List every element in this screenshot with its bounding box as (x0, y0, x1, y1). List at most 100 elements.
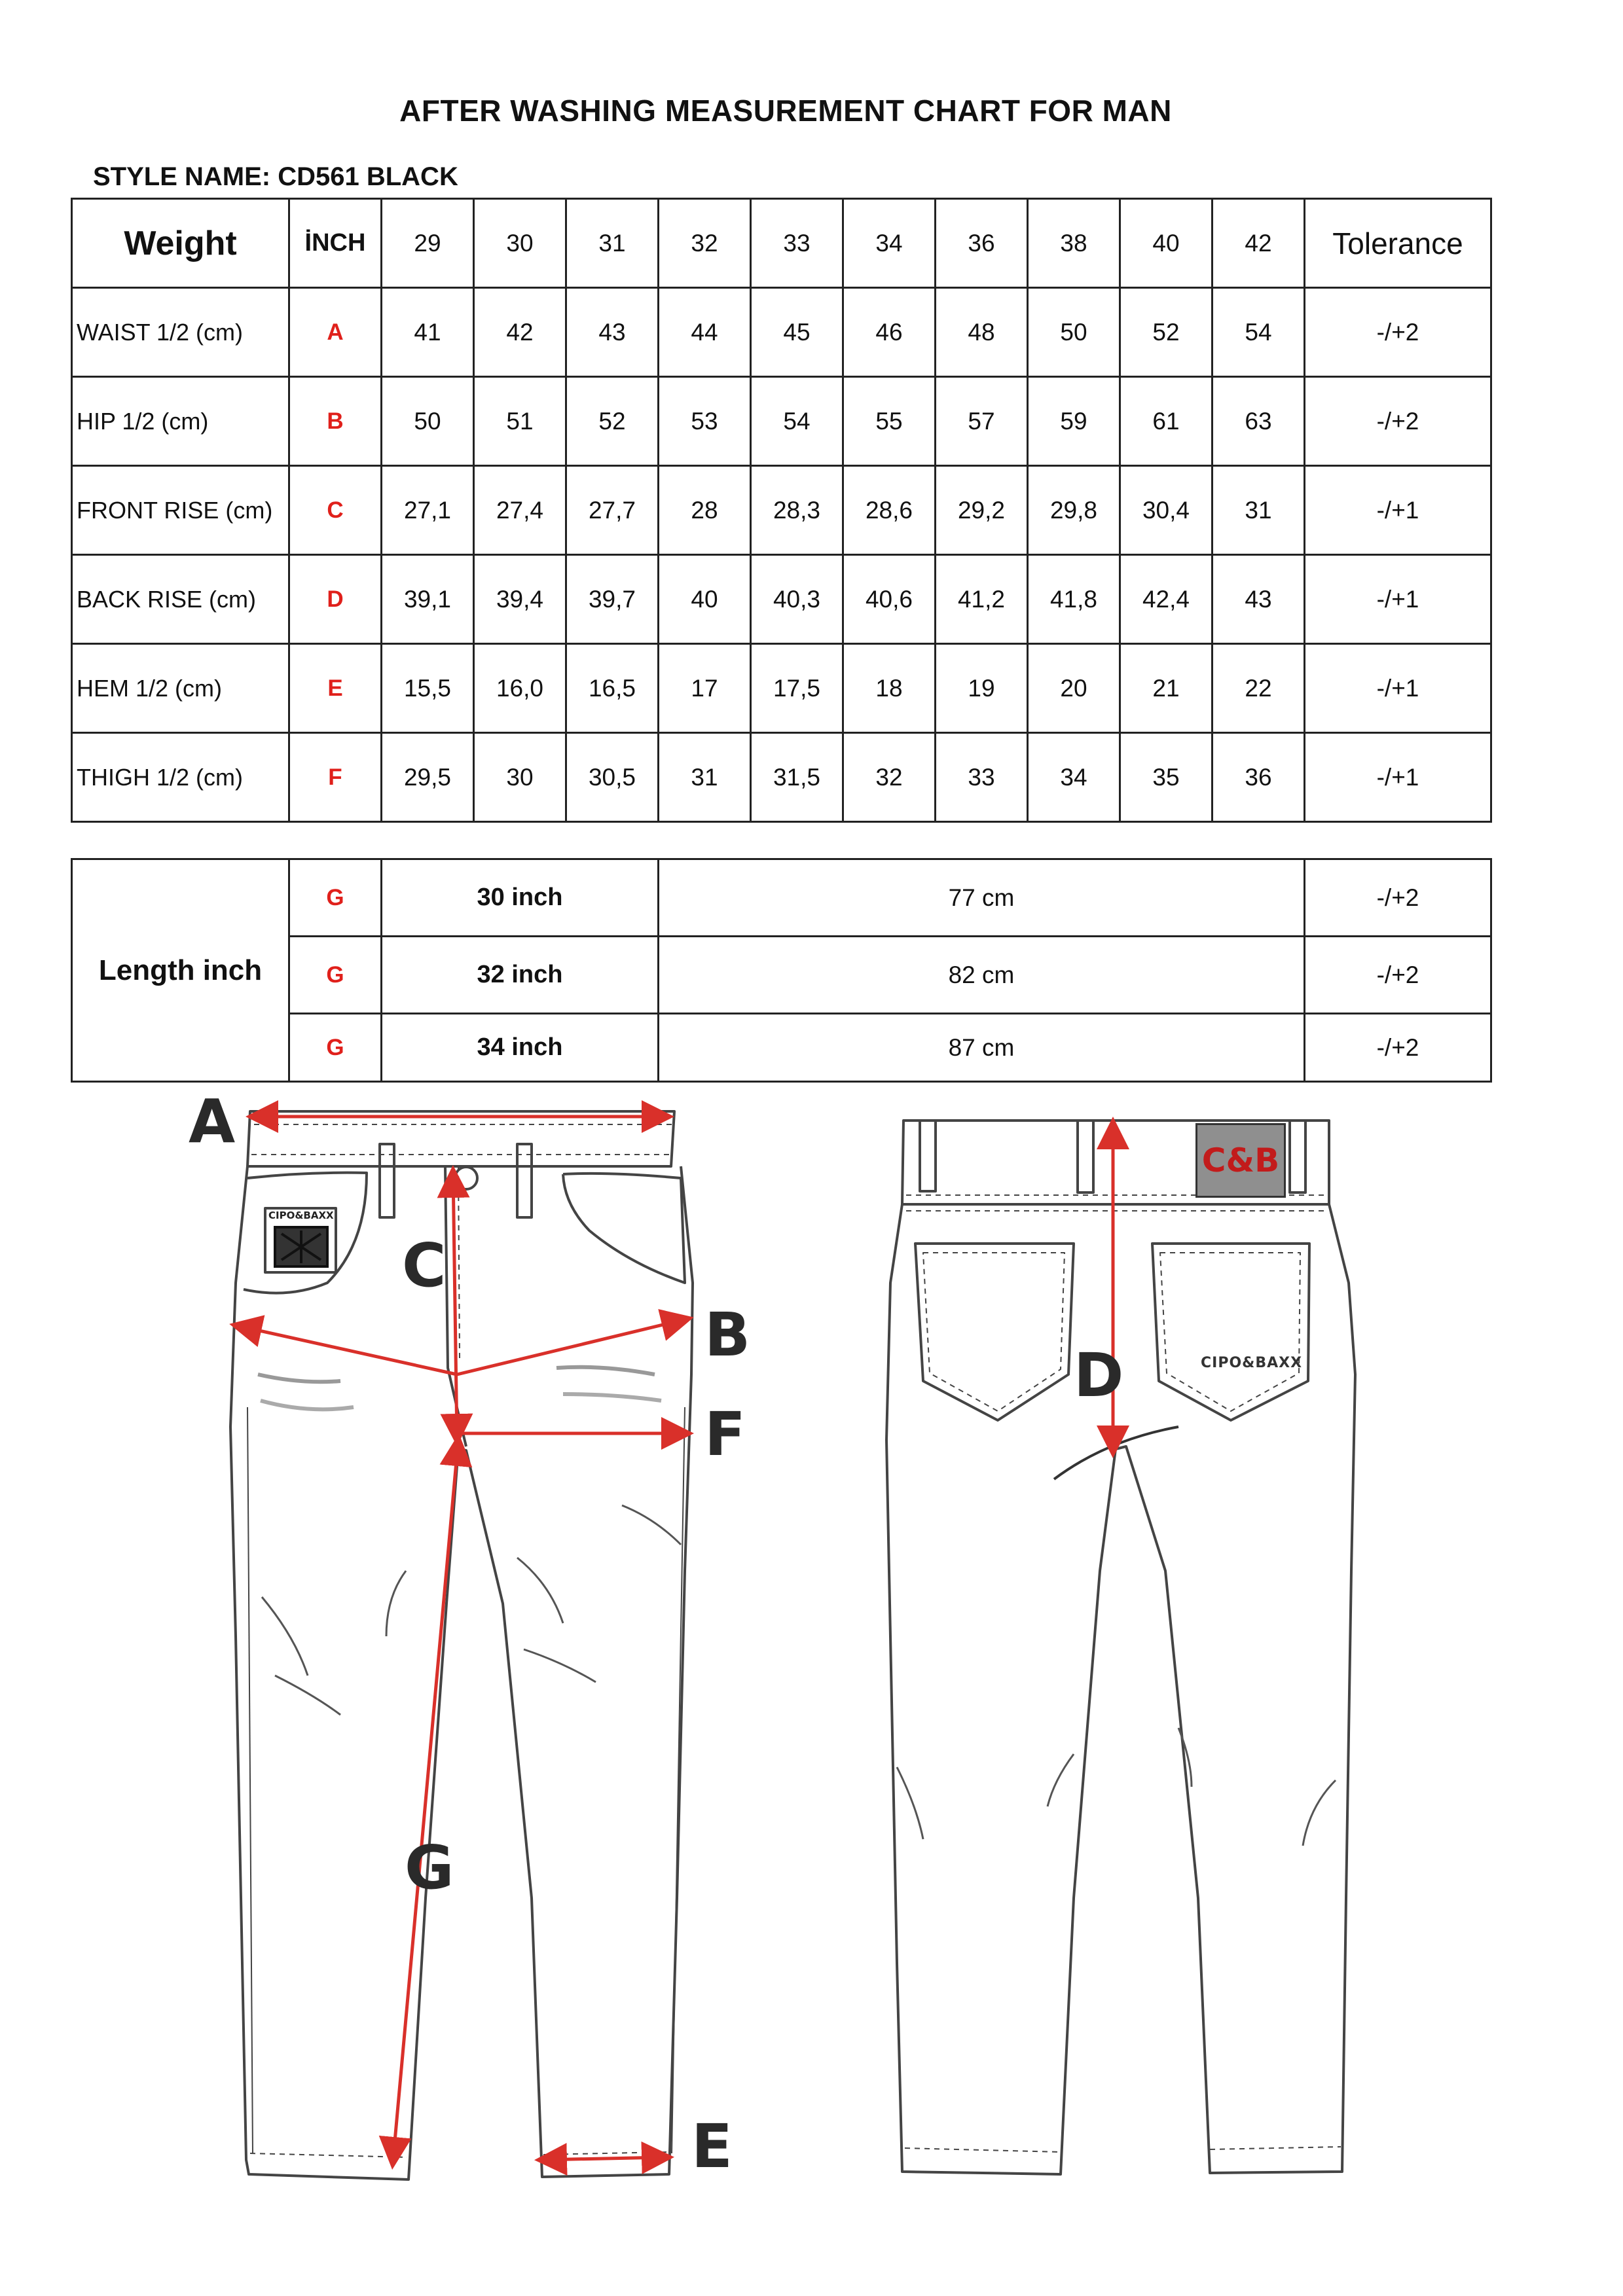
measurement-value: 33 (934, 732, 1029, 823)
arrow-hip-left (229, 1315, 458, 1376)
back-pocket-brand: CIPO&BAXX (1201, 1355, 1303, 1371)
measurement-value: 52 (565, 376, 659, 467)
measurement-value: 30 (473, 732, 567, 823)
measurement-value: 19 (934, 643, 1029, 734)
measurement-value: 44 (657, 287, 752, 378)
length-table: Length inch G 30 inch 77 cm -/+2 G 32 in… (71, 858, 1492, 1083)
back-brand-logo: C&B (1195, 1123, 1286, 1198)
back-view-jeans (885, 1119, 1357, 2176)
measurement-label: HEM 1/2 (cm) (71, 643, 290, 734)
front-view-jeans (229, 1110, 694, 2181)
length-tolerance: -/+2 (1304, 858, 1492, 937)
measurement-tolerance: -/+1 (1304, 554, 1492, 645)
size-header-row: Weight İNCH 29 30 31 32 33 34 36 38 40 4… (71, 198, 1492, 289)
measurement-value: 41,2 (934, 554, 1029, 645)
size-header-34: 34 (842, 198, 936, 289)
measurement-value: 46 (842, 287, 936, 378)
length-tolerance: -/+2 (1304, 935, 1492, 1014)
measurement-value: 31 (657, 732, 752, 823)
measurement-tolerance: -/+2 (1304, 376, 1492, 467)
measurement-code: E (288, 643, 382, 734)
measurement-value: 16,5 (565, 643, 659, 734)
length-row: G 32 inch 82 cm -/+2 (72, 935, 1492, 1014)
measurement-value: 36 (1211, 732, 1305, 823)
length-code: G (288, 1013, 382, 1083)
arrow-hip-right (456, 1309, 694, 1376)
length-code: G (288, 935, 382, 1014)
measurement-value: 18 (842, 643, 936, 734)
measurement-value: 32 (842, 732, 936, 823)
measurement-value: 27,1 (380, 465, 475, 556)
measurement-value: 29,2 (934, 465, 1029, 556)
measurement-value: 43 (1211, 554, 1305, 645)
label-a: A (189, 1086, 236, 1157)
measurement-code: A (288, 287, 382, 378)
measurement-tolerance: -/+1 (1304, 465, 1492, 556)
measurement-tolerance: -/+1 (1304, 732, 1492, 823)
size-header-42: 42 (1211, 198, 1305, 289)
size-header-33: 33 (750, 198, 844, 289)
measurement-value: 42 (473, 287, 567, 378)
measurement-tolerance: -/+1 (1304, 643, 1492, 734)
measurement-code: D (288, 554, 382, 645)
length-tolerance: -/+2 (1304, 1013, 1492, 1083)
measurement-value: 31 (1211, 465, 1305, 556)
length-cm: 77 cm (657, 858, 1305, 937)
measurement-value: 30,5 (565, 732, 659, 823)
measurement-value: 30,4 (1119, 465, 1213, 556)
measurement-label: WAIST 1/2 (cm) (71, 287, 290, 378)
inch-header: İNCH (288, 198, 382, 289)
measurement-value: 20 (1027, 643, 1121, 734)
page-title: AFTER WASHING MEASUREMENT CHART FOR MAN (399, 94, 1172, 128)
measurement-value: 28,6 (842, 465, 936, 556)
size-header-38: 38 (1027, 198, 1121, 289)
arrow-hem (534, 2141, 674, 2176)
measurement-value: 29,5 (380, 732, 475, 823)
length-row: G 34 inch 87 cm -/+2 (72, 1013, 1492, 1083)
length-row: Length inch G 30 inch 77 cm -/+2 (71, 858, 1492, 1083)
measurement-value: 50 (1027, 287, 1121, 378)
measurement-value: 41 (380, 287, 475, 378)
measurement-value: 39,1 (380, 554, 475, 645)
measurement-value: 57 (934, 376, 1029, 467)
measurement-value: 27,4 (473, 465, 567, 556)
measurement-value: 31,5 (750, 732, 844, 823)
measurement-value: 22 (1211, 643, 1305, 734)
measurement-value: 15,5 (380, 643, 475, 734)
size-header-30: 30 (473, 198, 567, 289)
measurement-value: 17 (657, 643, 752, 734)
label-g: G (405, 1833, 454, 1903)
size-header-36: 36 (934, 198, 1029, 289)
label-b: B (704, 1300, 751, 1370)
arrow-front-rise (437, 1165, 473, 1446)
measurement-value: 45 (750, 287, 844, 378)
arrow-length (378, 1433, 473, 2170)
measurement-value: 29,8 (1027, 465, 1121, 556)
measurement-value: 40 (657, 554, 752, 645)
measurement-code: C (288, 465, 382, 556)
measurement-value: 52 (1119, 287, 1213, 378)
measurement-label: THIGH 1/2 (cm) (71, 732, 290, 823)
size-header-29: 29 (380, 198, 475, 289)
measurement-value: 48 (934, 287, 1029, 378)
size-header-40: 40 (1119, 198, 1213, 289)
length-inch: 30 inch (380, 858, 659, 937)
length-inch: 32 inch (380, 935, 659, 1014)
measurement-value: 27,7 (565, 465, 659, 556)
measurement-value: 40,6 (842, 554, 936, 645)
measurement-value: 50 (380, 376, 475, 467)
measurement-value: 39,7 (565, 554, 659, 645)
measurement-value: 55 (842, 376, 936, 467)
measurement-value: 42,4 (1119, 554, 1213, 645)
measurement-tolerance: -/+2 (1304, 287, 1492, 378)
length-cm: 82 cm (657, 935, 1305, 1014)
tolerance-header: Tolerance (1304, 198, 1492, 289)
measurement-value: 54 (750, 376, 844, 467)
measurement-label: HIP 1/2 (cm) (71, 376, 290, 467)
measurement-value: 41,8 (1027, 554, 1121, 645)
size-header-31: 31 (565, 198, 659, 289)
measurement-value: 63 (1211, 376, 1305, 467)
